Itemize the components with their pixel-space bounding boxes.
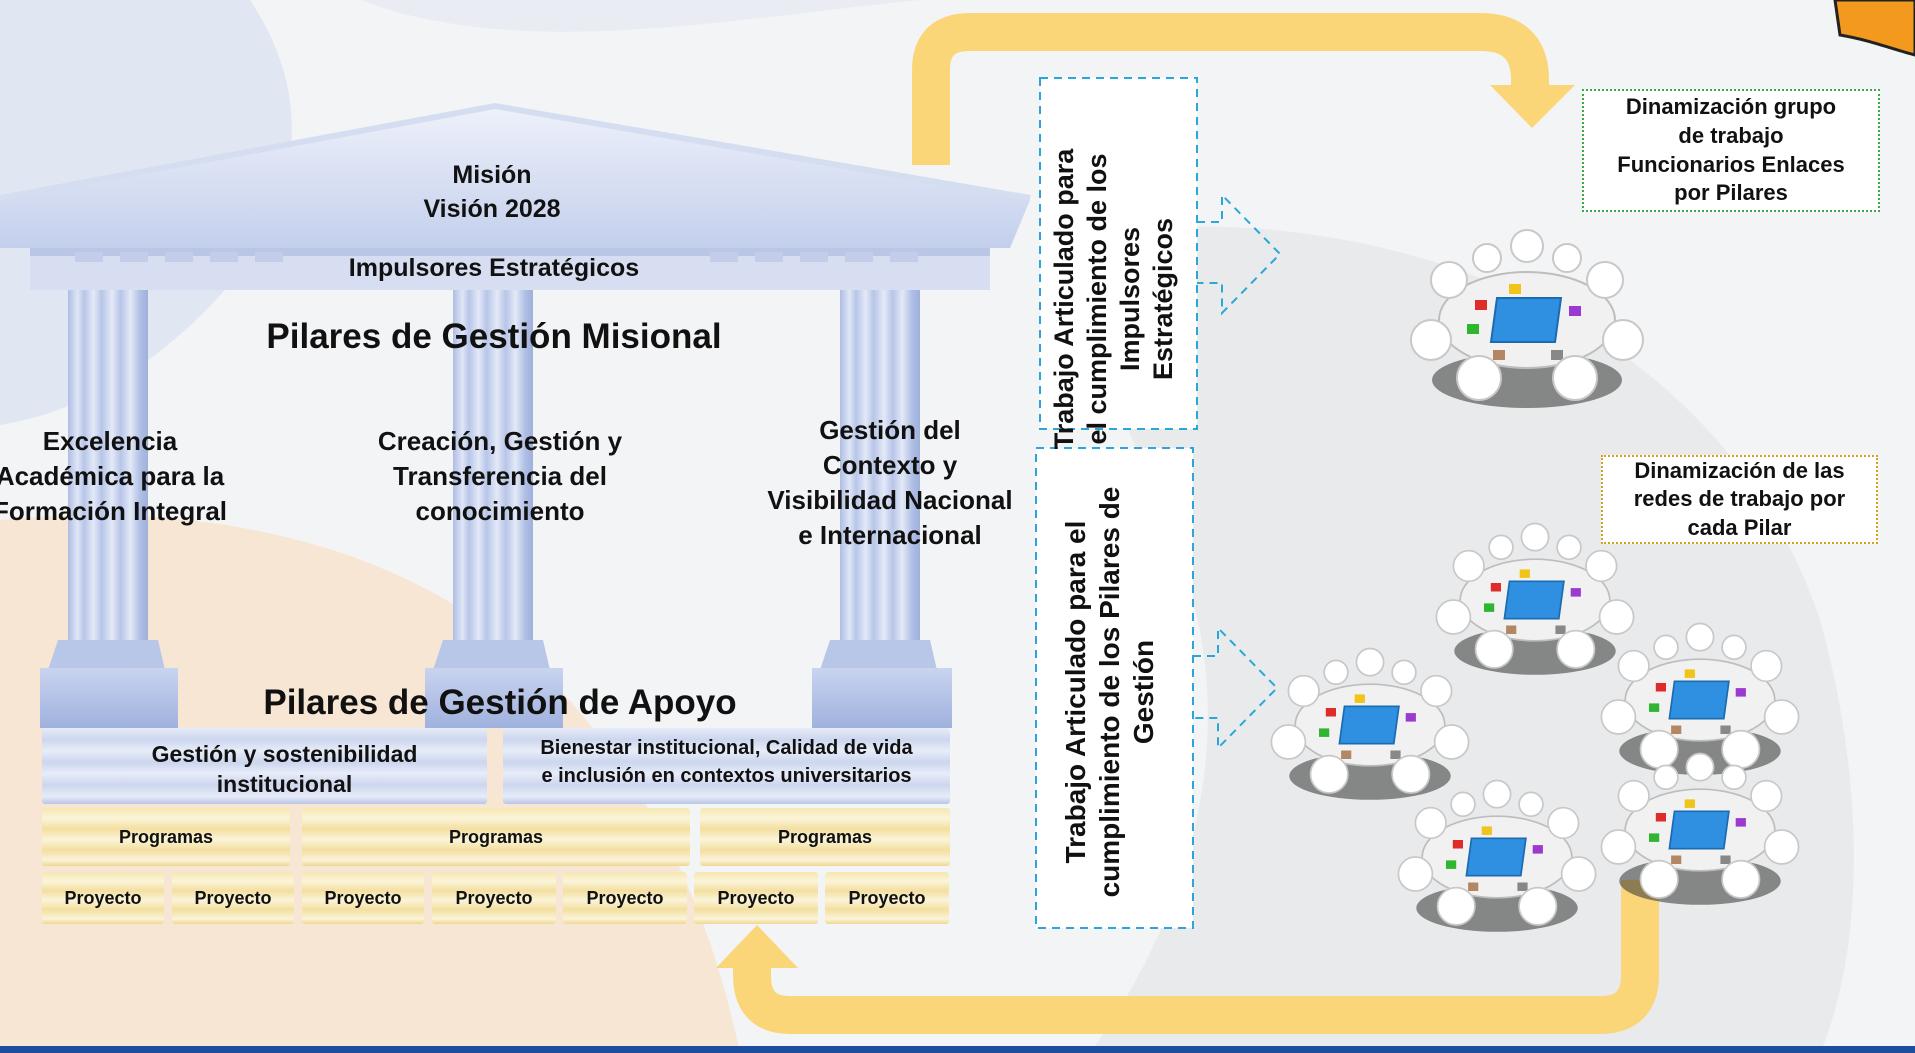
top-arrow-head (1490, 85, 1575, 128)
temple-graphic (0, 102, 1031, 728)
column-right (812, 285, 952, 728)
pediment-vision: Visión 2028 (423, 195, 561, 223)
pediment-mision: Misión (452, 161, 532, 189)
architrave-label: Impulsores Estratégicos (348, 254, 640, 282)
right-box-1: Dinamización grupo de trabajo Funcionari… (1582, 89, 1880, 212)
programa-block-1: Programas (42, 808, 290, 866)
apoyo-slab-1 (42, 728, 487, 804)
pediment (0, 108, 1030, 248)
pillar-3-label: Gestión del Contexto y Visibilidad Nacio… (767, 415, 1013, 550)
proyecto-block: Proyecto (172, 872, 294, 924)
proyecto-block: Proyecto (302, 872, 424, 924)
dashed-box-1 (1039, 77, 1198, 430)
proyecto-block: Proyecto (563, 872, 687, 924)
column-left (40, 285, 178, 728)
proyecto-block: Proyecto (42, 872, 164, 924)
apoyo-slab-2 (503, 728, 950, 804)
right-box-2: Dinamización de las redes de trabajo por… (1601, 455, 1878, 544)
proyecto-block: Proyecto (694, 872, 818, 924)
proyecto-block: Proyecto (825, 872, 949, 924)
top-loop-arrow (912, 13, 1549, 165)
column-center (425, 285, 563, 728)
pillar-2-label: Creación, Gestión y Transferencia del co… (377, 426, 623, 526)
logo-fragment-icon (1833, 0, 1915, 57)
dashed-box-2 (1035, 447, 1194, 929)
apoyo-title: Pilares de Gestión de Apoyo (263, 683, 737, 722)
programa-block-2: Programas (302, 808, 690, 866)
programa-block-3: Programas (700, 808, 950, 866)
bottom-arrow-head (716, 925, 798, 968)
apoyo-1-label: Gestión y sostenibilidad institucional (151, 741, 418, 797)
pillar-1-label: Excelencia Académica para la Formación I… (0, 426, 228, 526)
proyecto-block: Proyecto (432, 872, 556, 924)
apoyo-2-label: Bienestar institucional, Calidad de vida… (540, 737, 913, 787)
bottom-loop-arrow (733, 880, 1659, 1034)
misional-title: Pilares de Gestión Misional (266, 317, 722, 356)
